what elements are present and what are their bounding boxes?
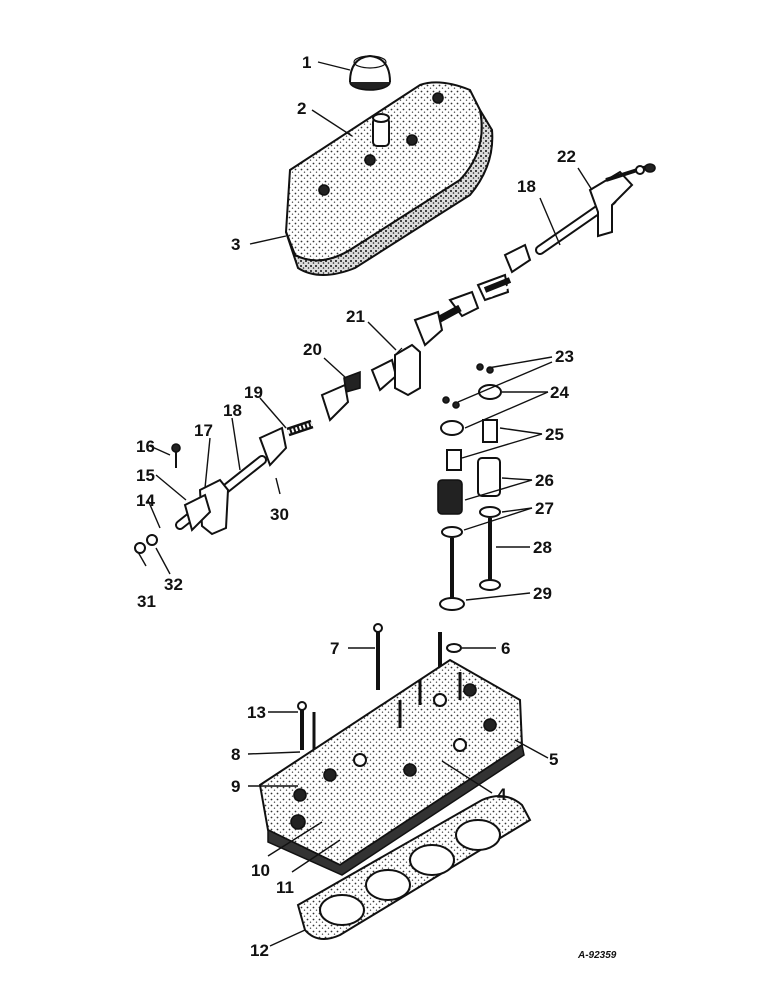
callout-24: 24 [550, 383, 569, 402]
callout-25: 25 [545, 425, 564, 444]
oil-filler-cap [349, 54, 391, 91]
callout-26: 26 [535, 471, 554, 490]
callout-17: 17 [194, 421, 213, 440]
reference-code: A-92359 [577, 950, 617, 961]
callout-4: 4 [497, 785, 507, 804]
rocker-shaft-bracket [394, 343, 421, 397]
callout-20: 20 [303, 340, 322, 359]
callout-18-upper: 18 [517, 177, 536, 196]
callout-30: 30 [270, 505, 289, 524]
head-gasket [296, 795, 532, 940]
callout-8: 8 [231, 745, 240, 764]
callout-15: 15 [136, 466, 155, 485]
valve-train-parts [437, 363, 502, 611]
callout-32: 32 [164, 575, 183, 594]
callout-9: 9 [231, 777, 240, 796]
callout-3: 3 [231, 235, 240, 254]
leader-lines [137, 61, 593, 947]
callout-23: 23 [555, 347, 574, 366]
lower-rocker-shaft-assembly [134, 443, 267, 554]
callout-14: 14 [136, 491, 155, 510]
callout-28: 28 [533, 538, 552, 557]
callout-18-lower: 18 [223, 401, 242, 420]
head-bolts [297, 623, 462, 752]
callout-21: 21 [346, 307, 365, 326]
callout-10: 10 [251, 861, 270, 880]
callout-22: 22 [557, 147, 576, 166]
callout-31: 31 [137, 592, 156, 611]
rocker-arms [258, 243, 532, 467]
callout-7: 7 [330, 639, 339, 658]
callout-19: 19 [244, 383, 263, 402]
callout-2: 2 [297, 99, 306, 118]
cylinder-head [258, 658, 525, 876]
callout-27: 27 [535, 499, 554, 518]
callout-1: 1 [302, 53, 311, 72]
callout-labels: 1 2 3 4 5 6 7 8 9 10 11 12 13 14 15 16 1… [136, 53, 617, 961]
valve-cover [284, 81, 494, 276]
callout-5: 5 [549, 750, 558, 769]
callout-12: 12 [250, 941, 269, 960]
callout-16: 16 [136, 437, 155, 456]
callout-13: 13 [247, 703, 266, 722]
callout-29: 29 [533, 584, 552, 603]
callout-11: 11 [276, 878, 294, 897]
callout-6: 6 [501, 639, 510, 658]
upper-rocker-shaft-assembly [535, 163, 656, 255]
